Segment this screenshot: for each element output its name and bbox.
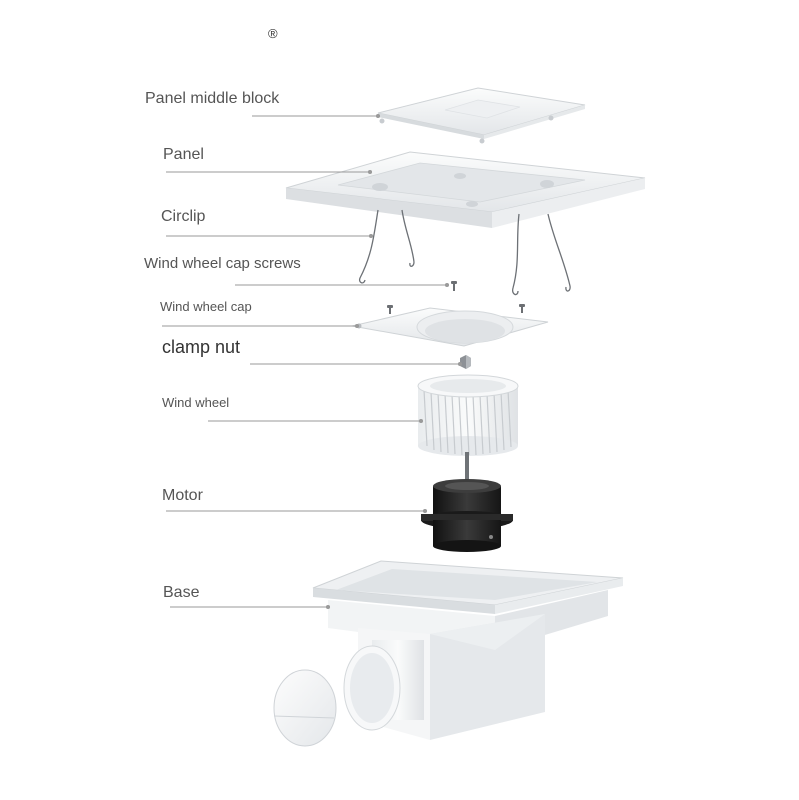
wind-wheel-cap-part xyxy=(351,307,549,347)
registered-trademark-mark: ® xyxy=(268,26,278,41)
wind-wheel-cap-screws-part xyxy=(387,281,525,314)
label-wind-wheel-cap: Wind wheel cap xyxy=(160,299,252,314)
wind-wheel-part xyxy=(417,374,519,456)
label-wind-wheel: Wind wheel xyxy=(162,395,230,410)
panel-middle-block-part xyxy=(377,87,586,144)
label-motor: Motor xyxy=(162,487,203,504)
label-clamp-nut: clamp nut xyxy=(162,337,241,357)
base-part xyxy=(273,560,624,747)
clamp-nut-part xyxy=(460,355,471,369)
circlip-part xyxy=(358,209,571,296)
label-panel: Panel xyxy=(163,146,204,163)
label-base: Base xyxy=(163,584,200,601)
label-panel-middle-block: Panel middle block xyxy=(145,90,280,107)
motor-part xyxy=(421,452,513,552)
label-circlip: Circlip xyxy=(161,208,206,225)
label-wind-wheel-cap-screws: Wind wheel cap screws xyxy=(144,255,301,272)
panel-part xyxy=(285,151,646,228)
leader-lines xyxy=(162,113,463,610)
